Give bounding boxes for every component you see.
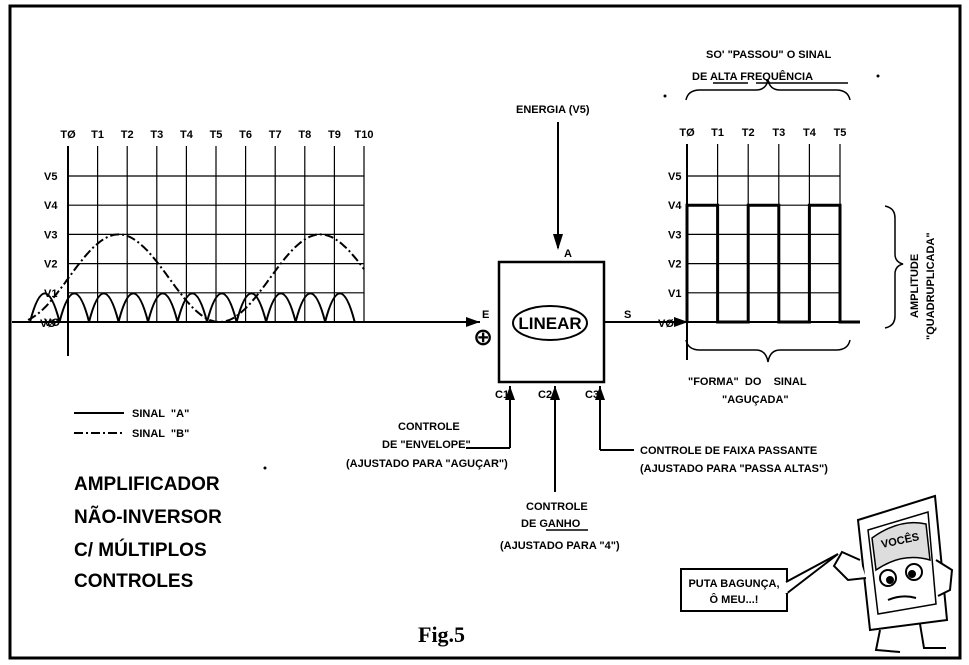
right-voltage-label: V2: [668, 259, 681, 271]
c3-arrow: [595, 386, 605, 400]
speech-bubble-line1: PUTA BAGUNÇA,: [688, 578, 779, 590]
left-time-label: T2: [121, 129, 134, 141]
legend-signal-a: SINAL "A": [132, 408, 189, 420]
left-chart-time-labels: TØ T1 T2 T3 T4 T5 T6 T7 T8 T9 T10: [60, 129, 373, 141]
c2-text-line2: DE GANHO: [521, 518, 581, 530]
right-time-label: T4: [803, 127, 817, 139]
speech-bubble-tail: [785, 553, 839, 595]
input-pin-label: E: [482, 309, 489, 321]
right-voltage-label: V4: [668, 200, 682, 212]
c2-text-line3: (AJUSTADO PARA "4"): [500, 540, 620, 552]
signal-b-curve: [27, 233, 365, 324]
energy-arrow: [553, 234, 563, 250]
c2-text-line1: CONTROLE: [526, 501, 588, 513]
figure-label: Fig.5: [418, 622, 465, 647]
c1-arrow: [505, 386, 515, 400]
top-brace: [685, 79, 851, 101]
right-time-label: T1: [711, 127, 724, 139]
c2-text-line2-b: GANHO: [539, 518, 580, 530]
scan-dot: [663, 94, 667, 98]
left-time-label: T1: [91, 129, 104, 141]
left-voltage-label: V4: [44, 200, 58, 212]
top-note-line2-a: DE: [692, 71, 710, 83]
c3-text-line2: (AJUSTADO PARA "PASSA ALTAS"): [640, 463, 828, 475]
figure-frame: [8, 4, 962, 660]
right-time-label: T2: [742, 127, 755, 139]
left-time-label: T7: [269, 129, 282, 141]
left-time-label: T6: [239, 129, 252, 141]
top-note-line2-c: FREQUÊNCIA: [737, 70, 813, 83]
right-chart-input-label: VØ: [658, 318, 674, 330]
title-line3: C/ MÚLTIPLOS: [74, 539, 207, 561]
right-voltage-label: V5: [668, 171, 681, 183]
amplitude-note-line2: "QUADRUPLICADA": [925, 232, 937, 340]
left-time-label: T8: [298, 129, 311, 141]
pin-c3: C3: [585, 389, 599, 401]
output-pin-label: S: [624, 309, 631, 321]
energy-label: ENERGIA (V5): [516, 104, 590, 116]
shape-note-line2: "AGUÇADA": [722, 394, 789, 406]
left-voltage-label: VØ: [44, 317, 60, 329]
power-pin-label: A: [564, 248, 572, 260]
left-voltage-label: V2: [44, 259, 57, 271]
top-note-line2: DE ALTA FREQUÊNCIA: [692, 70, 813, 83]
right-voltage-label: V3: [668, 229, 681, 241]
top-note-line2-b: ALTA: [710, 71, 738, 83]
shape-note-line1: "FORMA" DO SINAL: [688, 376, 807, 388]
left-time-label: T10: [355, 129, 374, 141]
speech-bubble-line2: Ô MEU...!: [710, 593, 759, 606]
c1-text-line3: (AJUSTADO PARA "AGUÇAR"): [346, 458, 508, 470]
pin-c1: C1: [495, 389, 509, 401]
linear-ellipse: [512, 305, 588, 341]
signal-a-curve: [29, 292, 356, 323]
left-time-label: T5: [210, 129, 223, 141]
left-voltage-label: V3: [44, 229, 57, 241]
top-note-line1: SO' "PASSOU" O SINAL: [706, 49, 832, 61]
pin-c2: C2: [538, 389, 552, 401]
cartoon-character-icon: [832, 494, 954, 653]
legend-signal-b: SINAL "B": [132, 428, 189, 440]
amplitude-brace: [884, 205, 904, 329]
speech-bubble: [680, 568, 788, 612]
right-time-label: TØ: [679, 127, 695, 139]
c3-text-line1: CONTROLE DE FAIXA PASSANTE: [640, 445, 817, 457]
title-line2: NÃO-INVERSOR: [74, 506, 222, 528]
left-time-label: T3: [150, 129, 163, 141]
c1-text-line2: DE "ENVELOPE": [382, 439, 471, 451]
right-chart: [685, 144, 860, 360]
plus-symbol: ⊕: [473, 323, 493, 351]
title-line4: CONTROLES: [74, 571, 193, 592]
left-baseline-label: VØ: [40, 318, 56, 330]
output-arrow: [674, 317, 688, 327]
c2-text-line2-a: DE: [521, 518, 539, 530]
left-time-label: T4: [180, 129, 194, 141]
shape-brace: [685, 339, 851, 363]
linear-label: LINEAR: [518, 314, 581, 333]
scan-dot: [876, 74, 880, 78]
right-chart-time-labels: TØ T1 T2 T3 T4 T5: [679, 127, 846, 139]
left-chart: [27, 146, 365, 356]
square-wave: [685, 203, 860, 324]
left-voltage-label: V1: [44, 288, 57, 300]
left-voltage-label: V5: [44, 171, 57, 183]
right-time-label: T5: [834, 127, 847, 139]
right-voltage-label: V1: [668, 288, 681, 300]
left-time-label: T9: [328, 129, 341, 141]
left-time-label: TØ: [60, 129, 76, 141]
input-arrow: [466, 317, 480, 327]
amplitude-note-line1: AMPLITUDE: [909, 254, 921, 318]
scan-dot: [263, 466, 267, 470]
c2-arrow: [550, 386, 560, 400]
right-time-label: T3: [772, 127, 785, 139]
c1-text-line1: CONTROLE: [398, 421, 460, 433]
title-line1: AMPLIFICADOR: [74, 474, 220, 495]
